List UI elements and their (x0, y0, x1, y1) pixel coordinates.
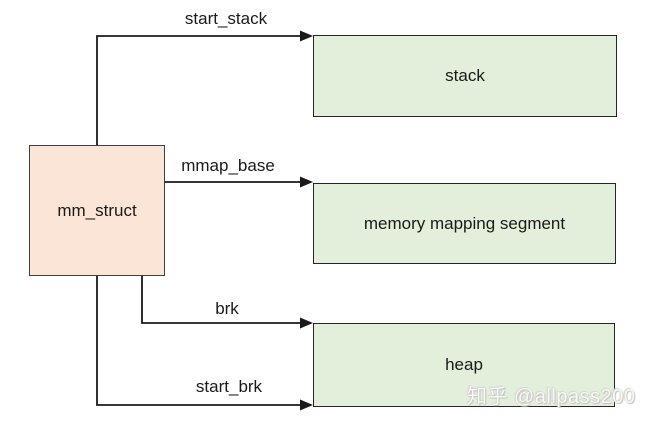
start-stack-arrow (96, 30, 313, 145)
memory-mapping-segment-box: memory mapping segment (313, 183, 616, 264)
stack-label: stack (445, 66, 485, 85)
mmap-base-arrow-label: mmap_base (181, 156, 275, 175)
mm-struct-label: mm_struct (57, 200, 137, 220)
start-stack-arrow-label: start_stack (184, 9, 268, 28)
brk-arrow-label: brk (215, 299, 239, 318)
zhihu-watermark: 知乎 @allpass200 (467, 386, 636, 408)
heap-label: heap (445, 355, 483, 374)
mm-struct-box: mm_struct (29, 145, 165, 276)
start-brk-arrow-label: start_brk (195, 377, 263, 396)
stack-box: stack (313, 35, 617, 117)
memory-mapping-segment-label: memory mapping segment (363, 213, 566, 233)
heap-box: heap (313, 323, 615, 407)
